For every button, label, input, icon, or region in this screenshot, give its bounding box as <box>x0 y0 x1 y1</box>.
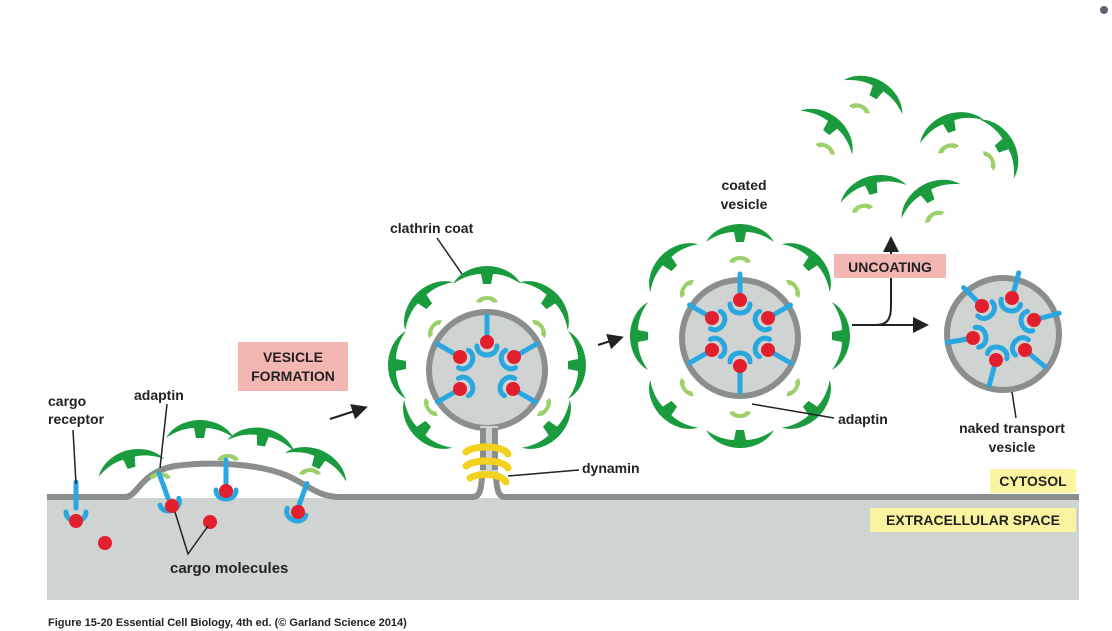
leader-clathrin-coat <box>436 237 463 275</box>
label-cargo-receptor-1: cargo <box>48 393 86 409</box>
leader-cargo-receptor <box>72 429 77 485</box>
naked-transport-vesicle <box>946 270 1062 393</box>
dynamin-ring <box>462 443 512 486</box>
vesicle-formation-box <box>238 342 348 391</box>
corner-dot <box>1100 6 1108 14</box>
label-adaptin-right: adaptin <box>838 411 888 427</box>
label-naked-transport-2: vesicle <box>989 439 1036 455</box>
label-cargo-molecules: cargo molecules <box>170 560 288 577</box>
label-coated-vesicle-2: vesicle <box>721 196 768 212</box>
leader-dynamin <box>507 469 580 477</box>
label-cargo-receptor-2: receptor <box>48 411 105 427</box>
leader-adaptin-right <box>751 403 835 419</box>
figure-caption: Figure 15-20 Essential Cell Biology, 4th… <box>48 617 407 629</box>
leader-cargo-molecules <box>174 511 209 556</box>
label-uncoating: UNCOATING <box>848 259 932 275</box>
leader-naked-vesicle <box>1011 391 1017 419</box>
arrow-to-budding <box>329 404 368 420</box>
label-coated-vesicle-1: coated <box>721 177 766 193</box>
coated-vesicle <box>630 224 850 448</box>
uncoating-box <box>834 254 946 278</box>
label-cytosol: CYTOSOL <box>999 473 1067 489</box>
arrow-to-coated <box>597 334 624 350</box>
plasma-membrane <box>47 452 486 500</box>
extracellular-space-box <box>870 508 1076 532</box>
label-extracellular-space: EXTRACELLULAR SPACE <box>886 512 1060 528</box>
label-vesicle-formation-2: FORMATION <box>251 368 335 384</box>
arrow-uncoating <box>852 236 899 326</box>
label-naked-transport-1: naked transport <box>959 420 1065 436</box>
label-dynamin: dynamin <box>582 460 640 476</box>
cytosol-box <box>990 469 1076 493</box>
label-clathrin-coat: clathrin coat <box>390 220 474 236</box>
released-coat-fragments <box>800 64 1030 225</box>
label-vesicle-formation-1: VESICLE <box>263 349 323 365</box>
label-adaptin-left: adaptin <box>134 387 184 403</box>
budding-vesicle <box>388 266 586 486</box>
leader-adaptin-left <box>159 403 168 469</box>
